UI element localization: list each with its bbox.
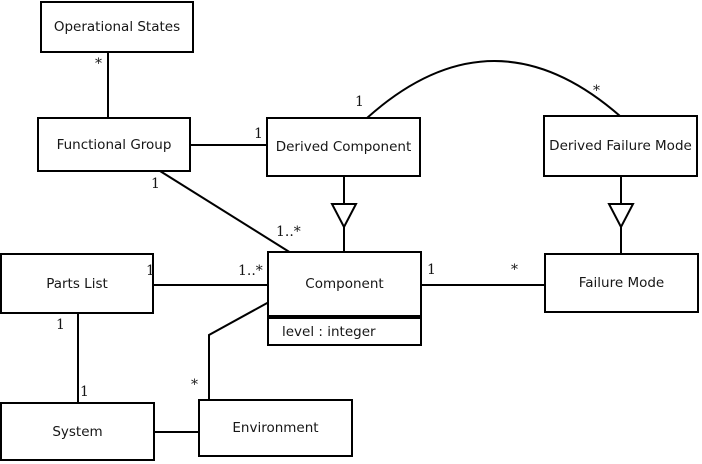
class-environment[interactable]: Environment bbox=[198, 399, 353, 457]
generalization-triangle-icon bbox=[330, 203, 358, 230]
class-component-attribute-compartment[interactable]: level : integer bbox=[267, 317, 422, 346]
generalization-triangle-icon bbox=[607, 203, 635, 230]
multiplicity-label: 1 bbox=[56, 317, 65, 333]
class-attribute: level : integer bbox=[282, 323, 376, 340]
class-name: Parts List bbox=[46, 275, 108, 292]
class-parts-list[interactable]: Parts List bbox=[0, 253, 154, 314]
class-component-name-compartment[interactable]: Component bbox=[267, 251, 422, 317]
class-system[interactable]: System bbox=[0, 402, 155, 461]
multiplicity-label: 1 bbox=[427, 262, 436, 278]
class-name: Functional Group bbox=[56, 136, 172, 153]
class-name: Derived Failure Mode bbox=[549, 138, 692, 154]
edge-environment-component bbox=[208, 301, 270, 400]
class-operational-states[interactable]: Operational States bbox=[40, 1, 194, 53]
class-functional-group[interactable]: Functional Group bbox=[37, 117, 191, 172]
class-name: System bbox=[52, 423, 103, 440]
class-name: Derived Component bbox=[275, 139, 412, 155]
multiplicity-label: 1 bbox=[151, 176, 160, 192]
multiplicity-label: * bbox=[191, 377, 198, 393]
multiplicity-label: 1 bbox=[80, 384, 89, 400]
multiplicity-label: 1..* bbox=[276, 224, 301, 240]
class-derived-failure-mode[interactable]: Derived Failure Mode bbox=[543, 115, 698, 177]
multiplicity-label: 1 bbox=[254, 126, 263, 142]
multiplicity-label: 1 bbox=[355, 94, 364, 110]
class-derived-component[interactable]: Derived Component bbox=[266, 117, 421, 177]
edge-derived-component-derived-failure-mode-arc bbox=[366, 60, 621, 119]
class-failure-mode[interactable]: Failure Mode bbox=[544, 253, 699, 313]
multiplicity-label: * bbox=[511, 262, 518, 278]
class-name: Environment bbox=[232, 420, 319, 436]
multiplicity-label: 1..* bbox=[238, 263, 263, 279]
class-name: Failure Mode bbox=[578, 275, 665, 291]
class-name: Operational States bbox=[53, 19, 181, 35]
multiplicity-label: 1 bbox=[146, 263, 155, 279]
class-name: Component bbox=[305, 276, 384, 292]
multiplicity-label: * bbox=[593, 83, 600, 99]
edge-functional-group-component bbox=[159, 170, 292, 254]
multiplicity-label: * bbox=[95, 56, 102, 72]
